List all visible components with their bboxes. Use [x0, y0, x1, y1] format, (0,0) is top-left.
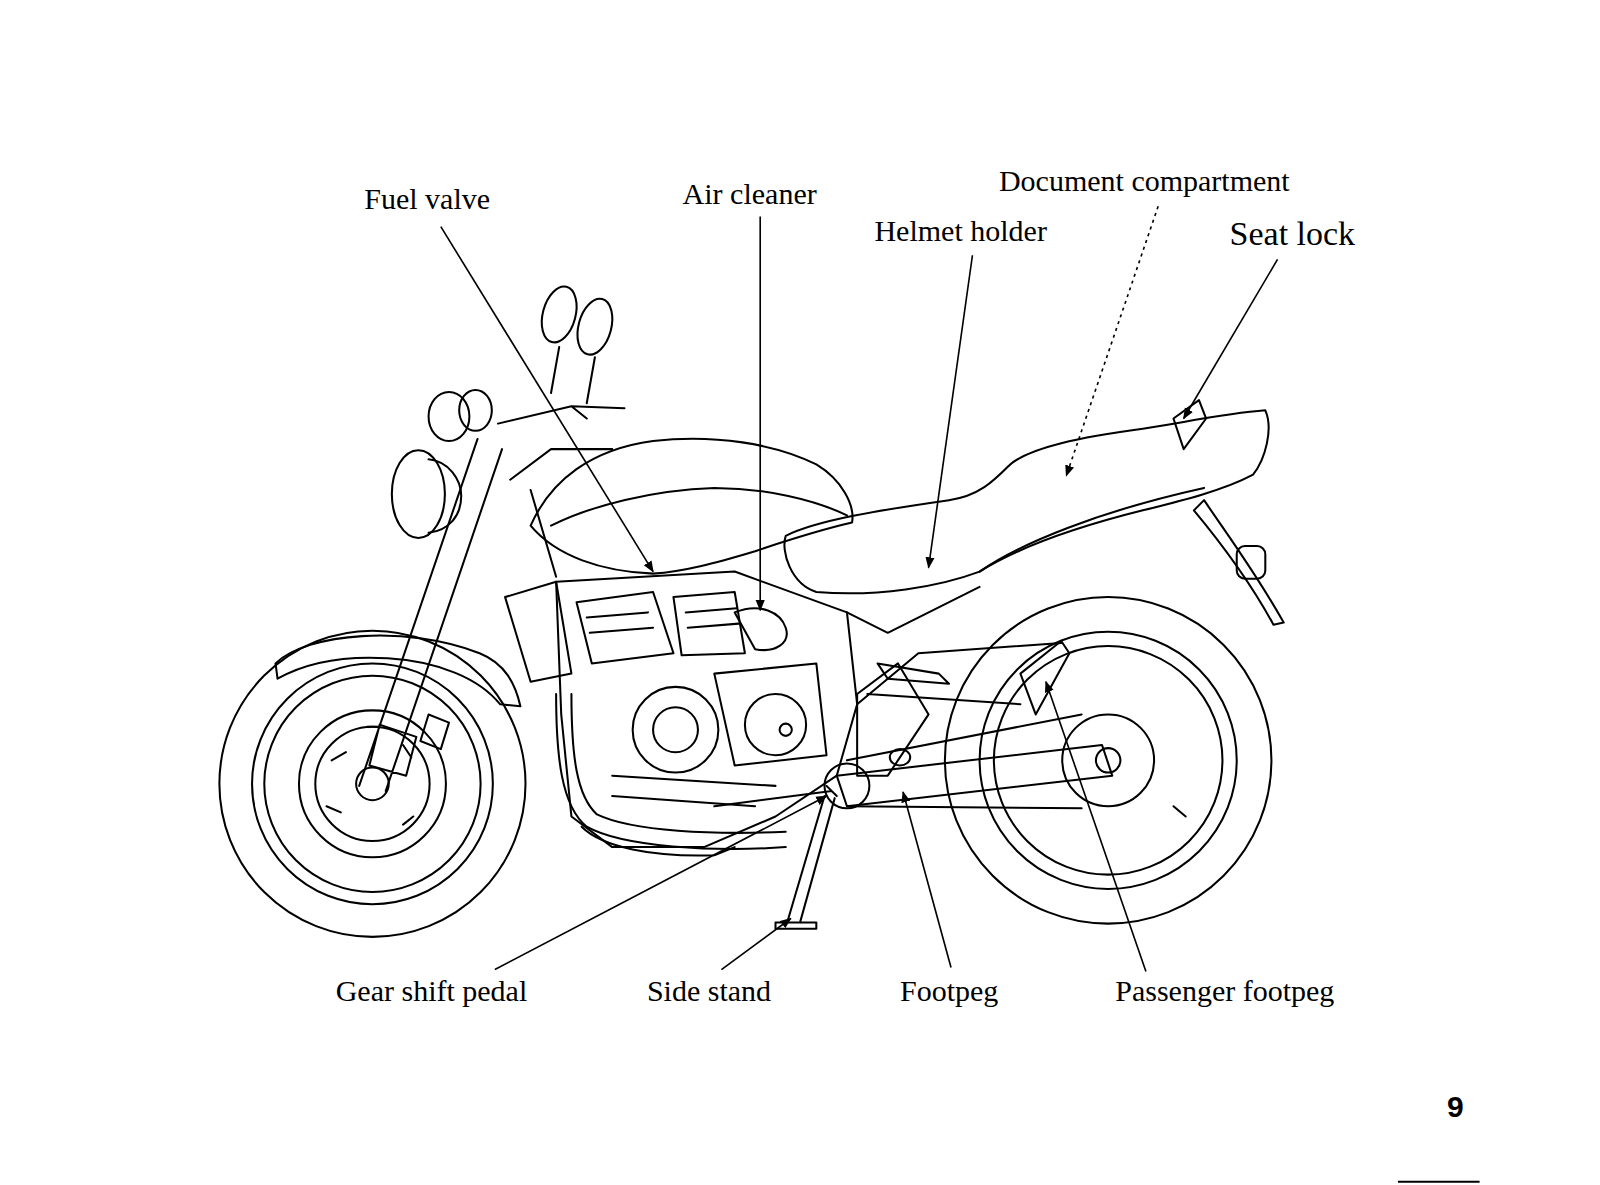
illustration-stroke — [745, 694, 806, 755]
rear-fender — [1194, 500, 1284, 624]
front-wheel — [219, 631, 525, 937]
leader-line — [903, 792, 951, 968]
side-stand-illus — [776, 796, 835, 929]
part-label: Gear shift pedal — [334, 976, 530, 1006]
part-label: Fuel valve — [362, 184, 492, 214]
leader-line — [759, 216, 761, 610]
chain — [847, 714, 1082, 808]
illustration-stroke — [824, 763, 869, 808]
front-fork — [359, 439, 502, 791]
part-label: Side stand — [645, 976, 773, 1006]
part-label: Air cleaner — [681, 179, 819, 209]
leader-line — [929, 255, 973, 567]
part-label: Seat lock — [1228, 217, 1358, 251]
illustration-stroke — [735, 608, 787, 650]
turn-signal — [1237, 546, 1266, 579]
passenger-footpeg-bracket — [1020, 641, 1069, 714]
illustration-stroke — [980, 488, 1204, 572]
illustration-stroke — [780, 724, 792, 736]
rear-frame — [847, 587, 1061, 704]
illustration-stroke — [714, 663, 826, 765]
leader-line — [721, 919, 790, 970]
illustration-stroke — [1173, 806, 1185, 816]
leader-line — [1066, 206, 1158, 475]
illustration-stroke — [878, 663, 949, 683]
headlight — [392, 450, 445, 538]
gear-shift-pedal — [714, 786, 836, 806]
leader-line — [441, 227, 653, 572]
handlebar — [498, 347, 625, 424]
fuel-tank — [531, 439, 853, 574]
page-rule — [1398, 1181, 1480, 1183]
speedometer — [429, 392, 470, 441]
illustration-stroke — [587, 608, 739, 632]
leader-lines — [441, 206, 1480, 1182]
exhaust — [556, 694, 786, 849]
engine — [556, 572, 857, 848]
part-label: Footpeg — [898, 976, 1000, 1006]
illustration-stroke — [356, 768, 389, 801]
leader-line — [1046, 682, 1146, 972]
illustration-stroke — [252, 663, 493, 904]
part-label: Document compartment — [997, 166, 1292, 196]
illustration-stroke — [327, 727, 414, 825]
illustration-stroke — [429, 459, 462, 532]
mirror — [536, 283, 582, 347]
illustration-stroke — [633, 687, 719, 773]
illustration-stroke — [219, 631, 525, 937]
mirror — [572, 295, 618, 359]
page-number: 9 — [1445, 1092, 1466, 1122]
leader-line — [1184, 259, 1278, 418]
illustration-stroke — [459, 390, 492, 431]
illustration-stroke — [890, 749, 910, 765]
illustration-stroke — [264, 676, 480, 892]
leader-line — [495, 796, 827, 969]
part-label: Helmet holder — [872, 216, 1048, 246]
seat — [784, 410, 1268, 593]
motorcycle — [219, 283, 1283, 937]
illustration-stroke — [653, 707, 698, 752]
part-label: Passenger footpeg — [1113, 976, 1336, 1006]
illustration-stroke — [551, 488, 847, 526]
illustration-stroke — [577, 592, 745, 663]
illustration-stroke — [582, 827, 735, 856]
illustration-stroke — [556, 572, 857, 848]
